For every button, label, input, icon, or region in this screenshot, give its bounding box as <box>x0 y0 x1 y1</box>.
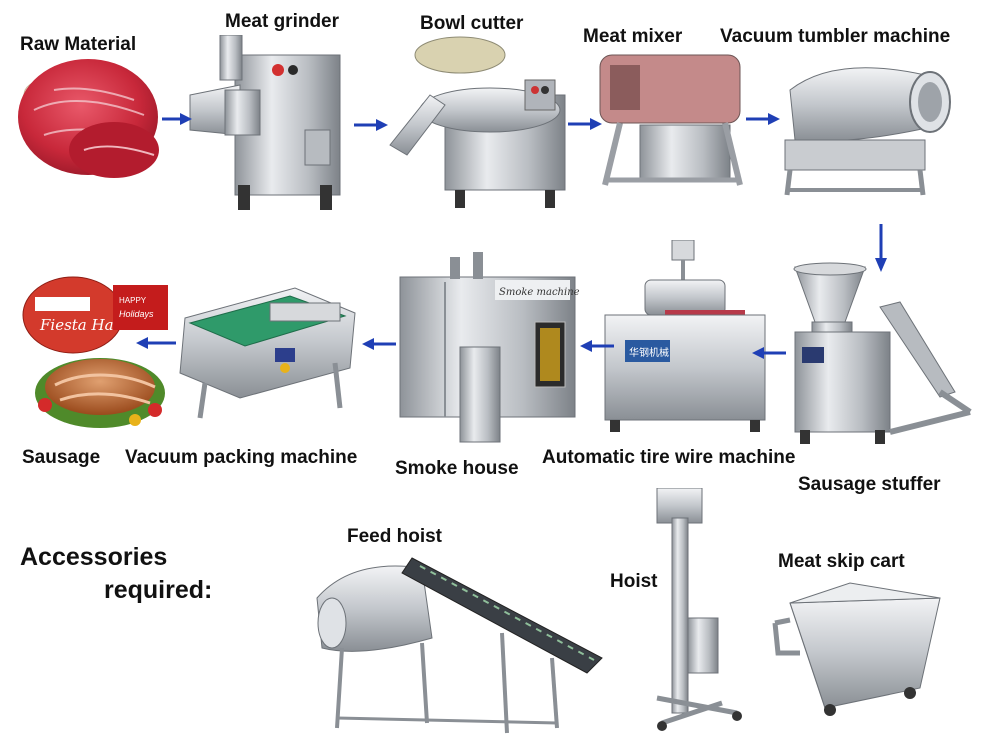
arrow-tire-to-smoke <box>580 340 614 352</box>
feed-hoist-image <box>316 557 603 734</box>
smoke-house-label: Smoke house <box>395 458 519 479</box>
hoist-image <box>656 488 742 731</box>
meat-skip-cart-label: Meat skip cart <box>778 551 905 572</box>
raw-material-label: Raw Material <box>20 34 137 55</box>
arrow-vacuum-to-sausage <box>136 337 176 349</box>
sausage-product-image: Fiesta Ham HAPPY Holidays <box>22 276 168 428</box>
arrow-grinder-to-cutter <box>354 119 388 131</box>
smoke-house-image: Smoke machine <box>399 252 580 443</box>
smoke-sign-text: Smoke machine <box>499 287 580 298</box>
sausage-stuffer-image <box>793 262 972 444</box>
vacuum-tumbler-image <box>784 67 951 196</box>
hoist-label: Hoist <box>610 571 658 592</box>
ham-brand-text: Fiesta Ham <box>39 316 128 334</box>
sausage-stuffer-label: Sausage stuffer <box>798 474 941 495</box>
meat-grinder-label: Meat grinder <box>225 11 340 32</box>
arrow-cutter-to-mixer <box>568 118 602 130</box>
meat-grinder-image <box>189 35 341 210</box>
accessories-heading-line1: Accessories <box>20 543 168 571</box>
meat-mixer-label: Meat mixer <box>583 26 683 47</box>
bowl-cutter-label: Bowl cutter <box>420 13 524 34</box>
arrow-mixer-to-tumbler <box>746 113 780 125</box>
arrow-stuffer-to-tire <box>752 347 786 359</box>
greeting-line2: Holidays <box>119 309 154 319</box>
meat-skip-cart-image <box>772 582 941 716</box>
arrow-raw-to-grinder <box>162 113 192 125</box>
bowl-cutter-image <box>389 36 566 208</box>
raw-material-image <box>18 59 159 178</box>
greeting-line1: HAPPY <box>119 296 147 305</box>
arrow-tumbler-to-stuffer <box>875 224 887 272</box>
feed-hoist-label: Feed hoist <box>347 526 443 547</box>
tire-brand-text: 华钢机械 <box>629 346 669 359</box>
tire-wire-machine-label: Automatic tire wire machine <box>542 447 796 468</box>
accessories-heading-line2: required: <box>104 576 213 604</box>
sausage-label: Sausage <box>22 447 101 468</box>
vacuum-tumbler-label: Vacuum tumbler machine <box>720 26 951 47</box>
vacuum-packing-label: Vacuum packing machine <box>125 447 358 468</box>
vacuum-packing-image <box>179 287 356 419</box>
tire-wire-machine-image: 华钢机械 <box>604 240 766 432</box>
meat-mixer-image <box>599 54 743 186</box>
arrow-smoke-to-vacuum <box>362 338 396 350</box>
